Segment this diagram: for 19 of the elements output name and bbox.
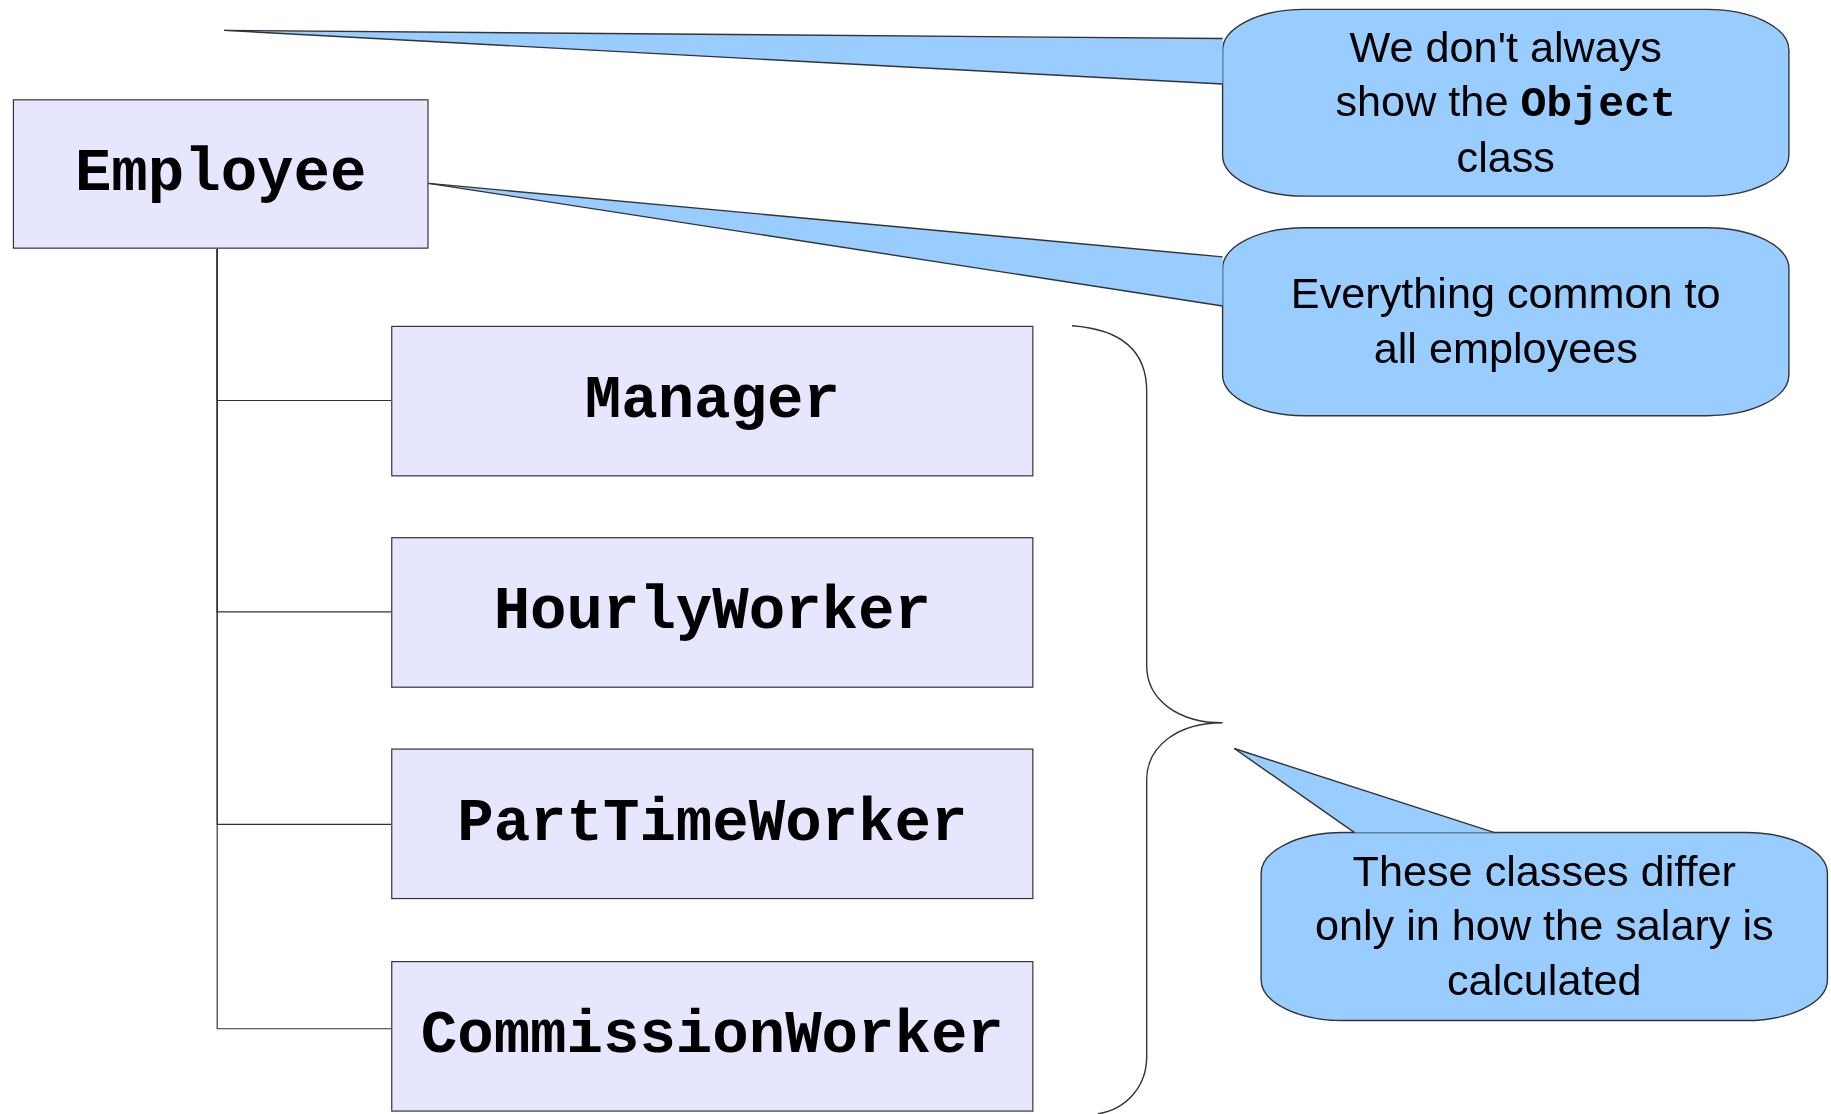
callout-pointer xyxy=(1233,747,1496,834)
callout-text: Everything common to all employees xyxy=(1289,269,1722,374)
class-name: Employee xyxy=(74,139,367,209)
callout-pointer xyxy=(223,29,1224,85)
connector-line xyxy=(216,248,392,1030)
class-box xyxy=(391,748,1034,900)
class-box xyxy=(391,537,1034,688)
class-name: PartTimeWorker xyxy=(457,789,968,859)
callout-text: These classes differ only in how the salary is calculated xyxy=(1313,846,1775,1006)
callout-bubble xyxy=(1222,9,1789,197)
class-box xyxy=(391,961,1034,1112)
class-box xyxy=(12,99,429,249)
class-name: CommissionWorker xyxy=(420,1001,1004,1071)
class-name: HourlyWorker xyxy=(493,578,931,647)
callout-text: We don't always show the Object class xyxy=(1334,21,1677,184)
class-name: Manager xyxy=(584,366,840,436)
callout-bubble xyxy=(1222,227,1789,416)
class-box xyxy=(391,325,1034,477)
callout-pointer xyxy=(427,182,1224,307)
